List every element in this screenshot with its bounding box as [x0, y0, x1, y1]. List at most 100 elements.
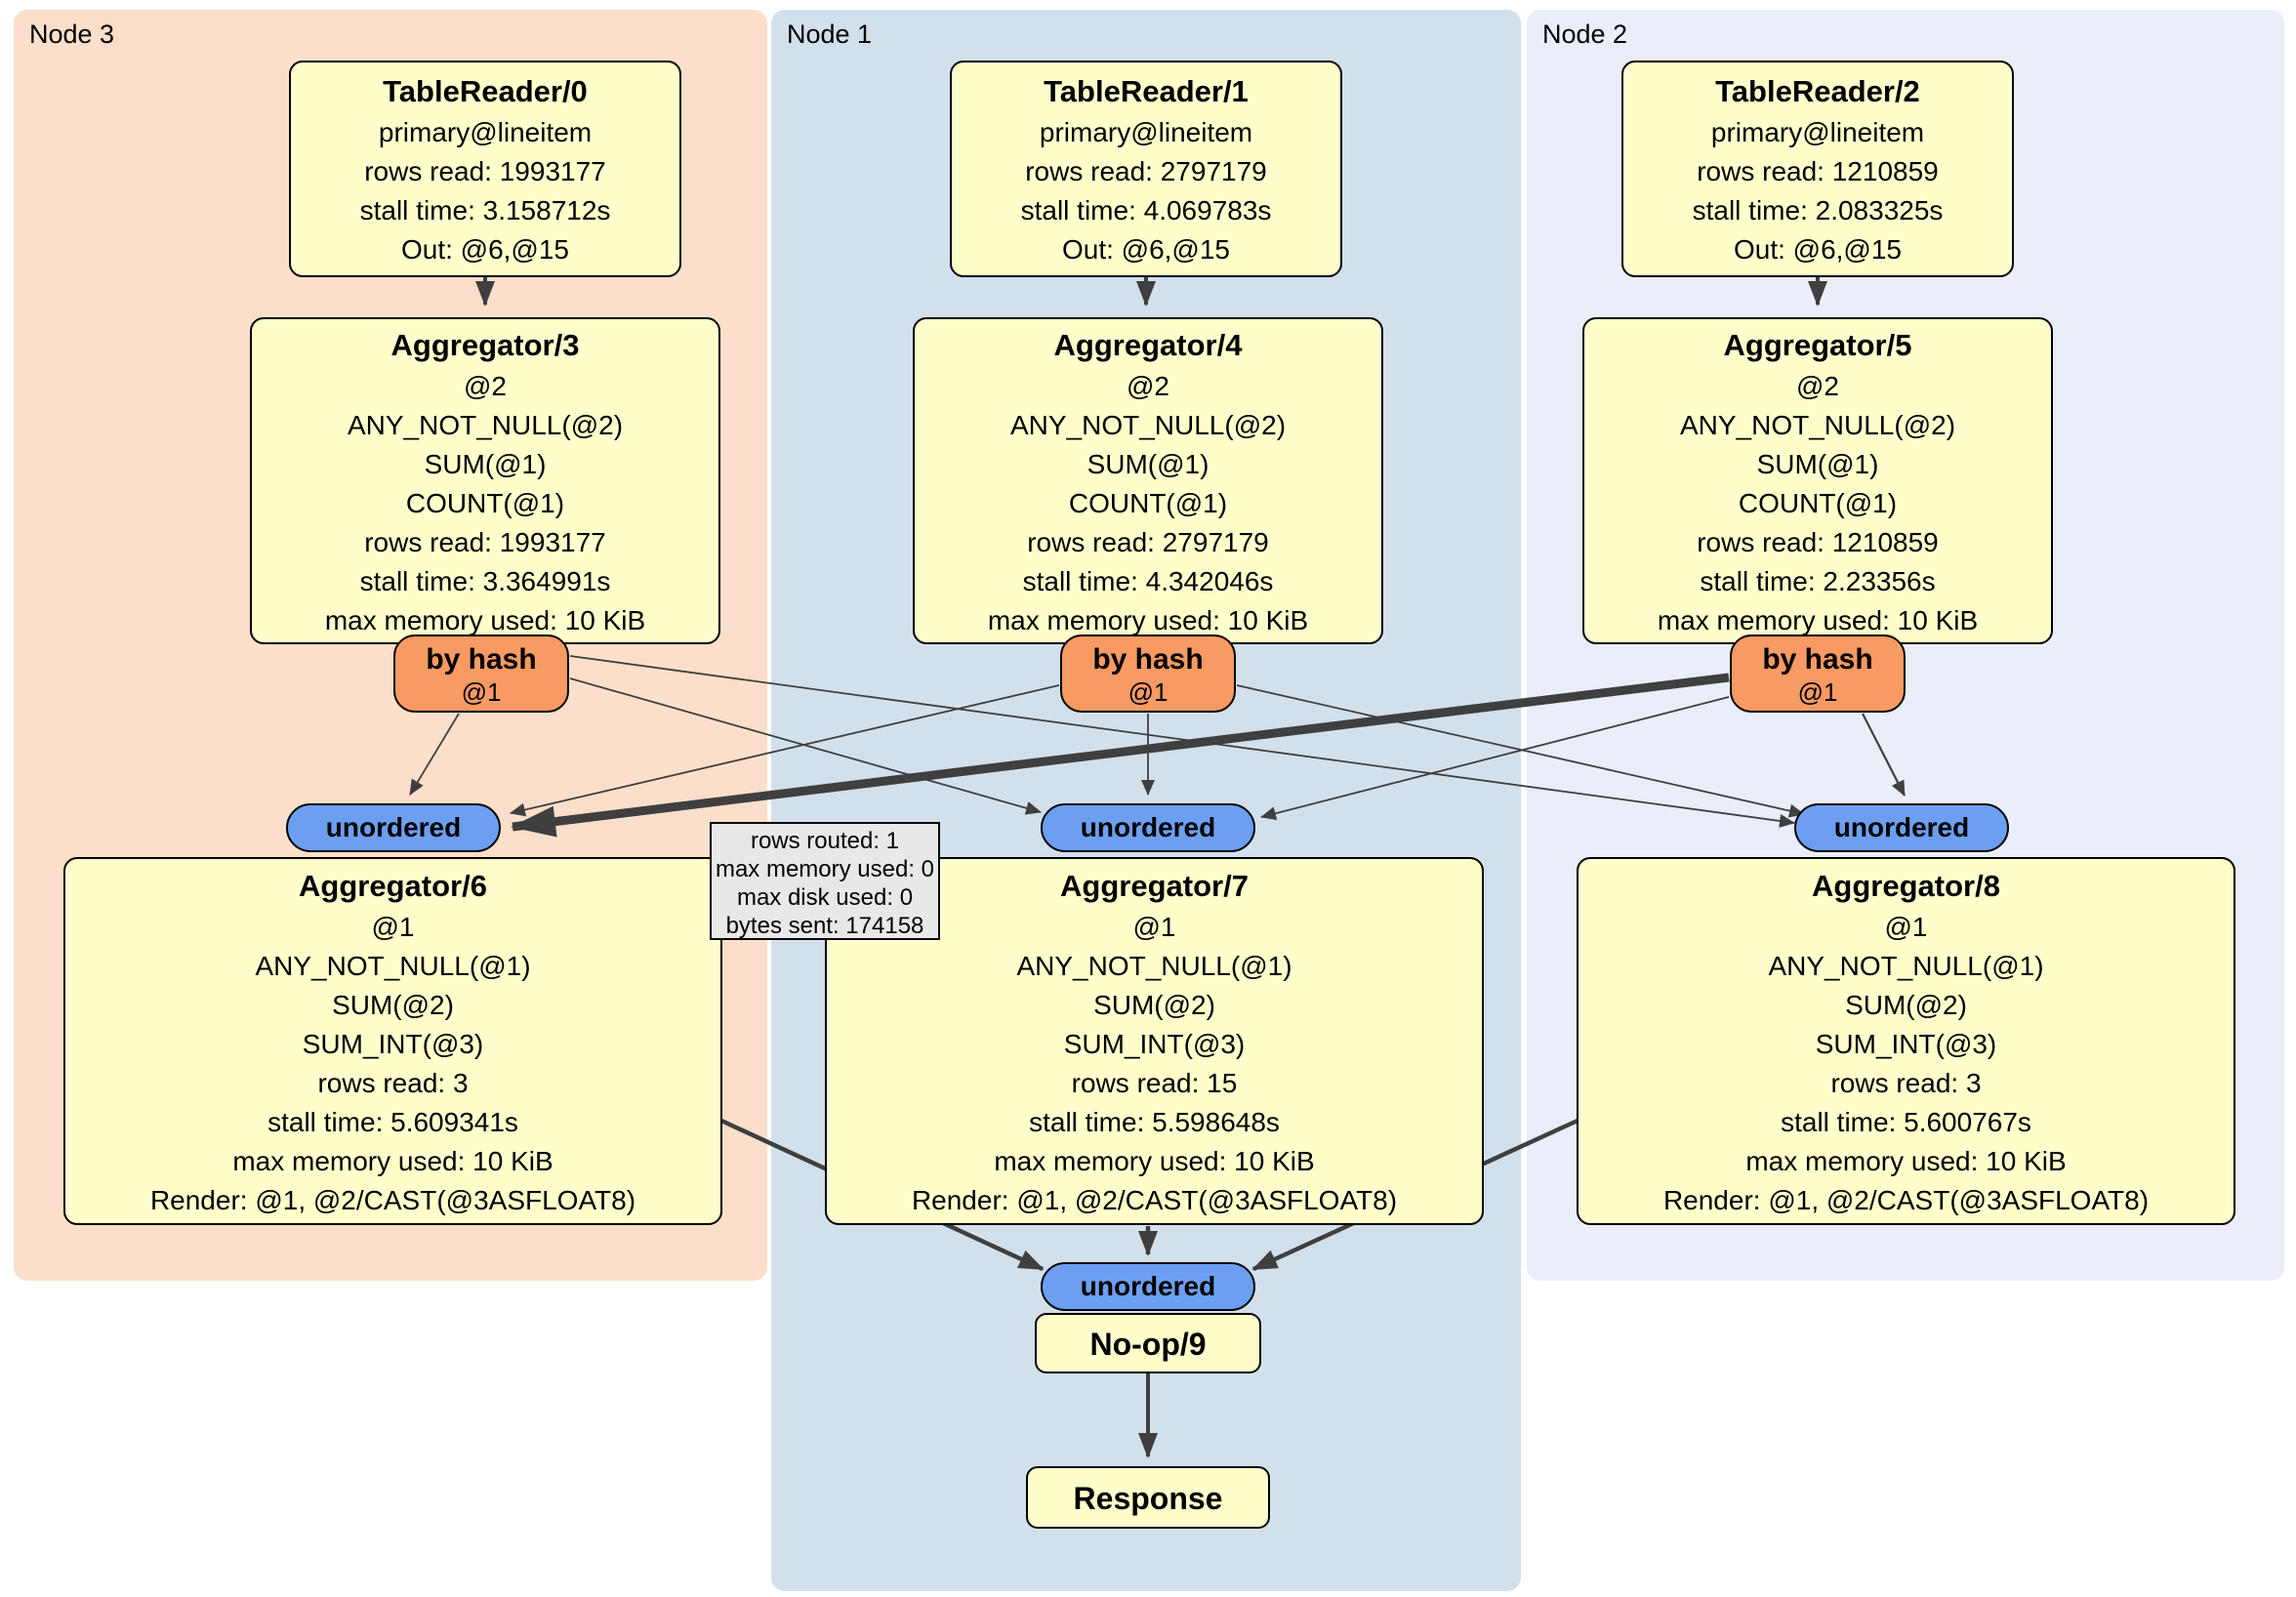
edge-hash2-unordered3-thick[interactable] — [511, 673, 1730, 838]
operator-line: Render: @1, @2/CAST(@3ASFLOAT8) — [149, 1185, 636, 1215]
edge-hash3-unordered3[interactable] — [409, 713, 460, 796]
operator-line: stall time: 5.609341s — [267, 1107, 518, 1137]
operator-line: SUM(@2) — [1845, 990, 1967, 1020]
sync-unordered-node1[interactable]: unordered — [1041, 803, 1255, 852]
operator-tablereader-2[interactable]: TableReader/2 primary@lineitem rows read… — [1621, 61, 2014, 277]
operator-title: TableReader/2 — [1715, 74, 1920, 108]
router-by-hash-node2[interactable]: by hash @1 — [1730, 635, 1906, 713]
operator-aggregator-3[interactable]: Aggregator/3 @2 ANY_NOT_NULL(@2) SUM(@1)… — [250, 317, 720, 644]
operator-line: max memory used: 10 KiB — [1657, 605, 1979, 635]
operator-line: Out: @6,@15 — [1733, 234, 1903, 265]
operator-line: max memory used: 10 KiB — [1745, 1146, 2067, 1176]
operator-line: rows read: 2797179 — [1027, 527, 1269, 557]
operator-line: Out: @6,@15 — [400, 234, 570, 265]
tooltip-line: rows routed: 1 — [750, 828, 900, 854]
operator-line: SUM(@2) — [1093, 990, 1215, 1020]
edge-hash2-unordered1[interactable] — [1260, 696, 1730, 821]
operator-line: primary@lineitem — [378, 117, 593, 147]
edge-hash2-unordered2[interactable] — [1862, 713, 1906, 797]
operator-title: Aggregator/7 — [1060, 869, 1249, 903]
operator-title: Aggregator/5 — [1723, 328, 1912, 362]
operator-line: ANY_NOT_NULL(@1) — [1768, 951, 2044, 981]
sync-unordered-node2[interactable]: unordered — [1794, 803, 2009, 852]
operator-line: @2 — [1127, 371, 1169, 401]
operator-line: rows read: 1210859 — [1697, 527, 1939, 557]
operator-line: ANY_NOT_NULL(@1) — [1016, 951, 1292, 981]
operator-title: Aggregator/3 — [390, 328, 580, 362]
node2-panel-label: Node 2 — [1542, 20, 1628, 49]
operator-line: @2 — [464, 371, 507, 401]
operator-aggregator-8[interactable]: Aggregator/8 @1 ANY_NOT_NULL(@1) SUM(@2)… — [1577, 857, 2235, 1225]
tooltip-line: max memory used: 0 — [715, 856, 935, 882]
tooltip-line: max disk used: 0 — [736, 884, 914, 911]
sync-label: unordered — [1080, 1271, 1216, 1301]
operator-line: Render: @1, @2/CAST(@3ASFLOAT8) — [911, 1185, 1398, 1215]
operator-title: TableReader/0 — [383, 74, 588, 108]
sync-unordered-node3[interactable]: unordered — [286, 803, 501, 852]
operator-line: SUM(@1) — [1756, 449, 1879, 479]
operator-line: stall time: 5.600767s — [1781, 1107, 2031, 1137]
tooltip-line: bytes sent: 174158 — [725, 913, 924, 939]
router-by-hash-node1[interactable]: by hash @1 — [1060, 635, 1236, 713]
operator-title: Aggregator/4 — [1053, 328, 1243, 362]
operator-line: rows read: 2797179 — [1025, 156, 1267, 186]
node3-panel-label: Node 3 — [29, 20, 115, 49]
operator-line: Out: @6,@15 — [1061, 234, 1231, 265]
router-detail: @1 — [1128, 677, 1168, 707]
operator-line: SUM_INT(@3) — [302, 1029, 484, 1059]
router-label: by hash — [426, 643, 537, 676]
operator-response[interactable]: Response — [1026, 1466, 1270, 1529]
router-detail: @1 — [1797, 677, 1838, 707]
operator-line: rows read: 1210859 — [1697, 156, 1939, 186]
operator-line: ANY_NOT_NULL(@2) — [347, 410, 624, 440]
operator-line: COUNT(@1) — [1068, 488, 1228, 518]
router-by-hash-node3[interactable]: by hash @1 — [393, 635, 569, 713]
sync-label: unordered — [1080, 812, 1216, 842]
node1-panel-label: Node 1 — [787, 20, 873, 49]
router-label: by hash — [1762, 643, 1873, 676]
operator-line: @1 — [1884, 912, 1928, 942]
sync-unordered-final[interactable]: unordered — [1041, 1262, 1255, 1311]
operator-line: SUM(@2) — [332, 990, 454, 1020]
operator-line: ANY_NOT_NULL(@1) — [255, 951, 531, 981]
operator-title: Response — [1073, 1481, 1223, 1516]
operator-line: max memory used: 10 KiB — [987, 605, 1309, 635]
sync-label: unordered — [1833, 812, 1970, 842]
operator-line: stall time: 4.342046s — [1022, 566, 1274, 596]
operator-line: SUM(@1) — [424, 449, 547, 479]
operator-noop-9[interactable]: No-op/9 — [1035, 1313, 1261, 1373]
operator-line: stall time: 3.364991s — [359, 566, 611, 596]
operator-line: max memory used: 10 KiB — [232, 1146, 554, 1176]
operator-aggregator-5[interactable]: Aggregator/5 @2 ANY_NOT_NULL(@2) SUM(@1)… — [1582, 317, 2053, 644]
edge-stats-tooltip: rows routed: 1 max memory used: 0 max di… — [710, 822, 940, 940]
operator-line: ANY_NOT_NULL(@2) — [1679, 410, 1956, 440]
edge-hash1-unordered3[interactable] — [510, 684, 1060, 817]
edge-hash3-unordered2[interactable] — [569, 655, 1795, 828]
operator-line: max memory used: 10 KiB — [324, 605, 646, 635]
operator-line: rows read: 3 — [1830, 1068, 1982, 1098]
operator-line: rows read: 15 — [1071, 1068, 1238, 1098]
operator-line: stall time: 5.598648s — [1029, 1107, 1280, 1137]
operator-aggregator-4[interactable]: Aggregator/4 @2 ANY_NOT_NULL(@2) SUM(@1)… — [913, 317, 1383, 644]
operator-line: SUM_INT(@3) — [1815, 1029, 1997, 1059]
router-detail: @1 — [461, 677, 502, 707]
sync-label: unordered — [325, 812, 462, 842]
operator-line: @1 — [371, 912, 415, 942]
operator-line: rows read: 3 — [317, 1068, 469, 1098]
operator-line: COUNT(@1) — [1738, 488, 1898, 518]
operator-line: stall time: 2.23356s — [1700, 566, 1936, 596]
operator-aggregator-6[interactable]: Aggregator/6 @1 ANY_NOT_NULL(@1) SUM(@2)… — [63, 857, 722, 1225]
operator-line: stall time: 3.158712s — [359, 195, 611, 225]
operator-tablereader-1[interactable]: TableReader/1 primary@lineitem rows read… — [950, 61, 1342, 277]
operator-line: SUM_INT(@3) — [1063, 1029, 1246, 1059]
router-label: by hash — [1092, 643, 1204, 676]
operator-title: Aggregator/6 — [299, 869, 487, 903]
operator-line: stall time: 2.083325s — [1692, 195, 1944, 225]
operator-line: rows read: 1993177 — [364, 527, 606, 557]
operator-title: TableReader/1 — [1044, 74, 1249, 108]
operator-tablereader-0[interactable]: TableReader/0 primary@lineitem rows read… — [289, 61, 681, 277]
operator-line: max memory used: 10 KiB — [994, 1146, 1315, 1176]
operator-title: Aggregator/8 — [1812, 869, 2000, 903]
operator-line: @2 — [1796, 371, 1839, 401]
